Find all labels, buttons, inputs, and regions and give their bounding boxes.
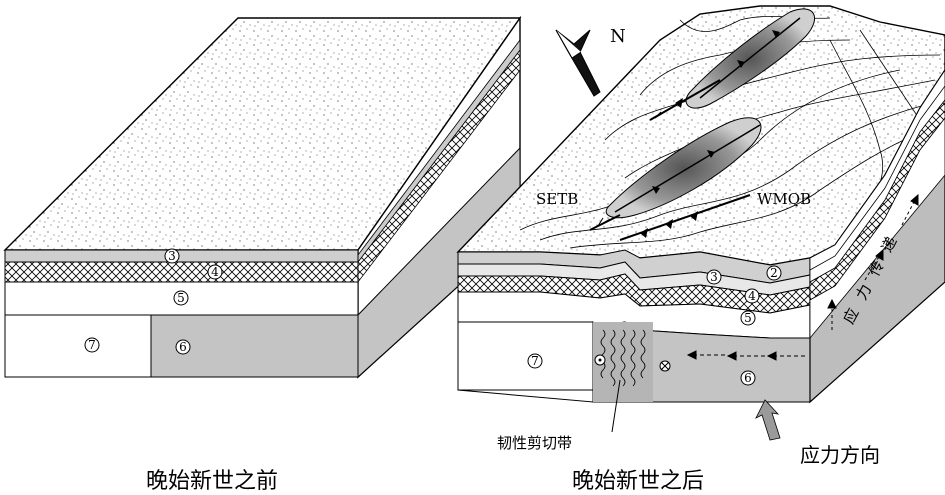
svg-text:N: N <box>610 26 626 47</box>
caption-after: 晚始新世之后 <box>572 469 704 494</box>
label-2-right: 2 <box>766 265 782 281</box>
layer7-block <box>4 314 152 378</box>
svg-text:7: 7 <box>88 338 96 352</box>
setb-label: SETB <box>536 190 578 208</box>
label-4-left: 4 <box>207 264 223 280</box>
fold-north <box>685 8 816 109</box>
label-4-right: 4 <box>744 288 760 304</box>
svg-text:7: 7 <box>531 354 539 368</box>
label-5-right: 5 <box>740 310 756 326</box>
svg-text:6: 6 <box>744 371 752 385</box>
block-before: 3 4 5 7 6 <box>3 15 522 379</box>
fault-teeth <box>640 98 698 238</box>
stress-transfer-arrows <box>827 193 919 330</box>
svg-text:4: 4 <box>211 265 219 279</box>
wmqb-label: WMQB <box>757 190 811 208</box>
label-3-left: 3 <box>164 248 180 264</box>
layer4-band <box>4 261 359 283</box>
ductile-shear-zone <box>593 322 671 402</box>
block-after: 应力传递 2 3 4 5 7 6 SETB WMQB <box>456 5 945 404</box>
svg-text:韧性剪切带: 韧性剪切带 <box>497 434 572 452</box>
shear-arrows <box>597 109 669 227</box>
label-5-left: 5 <box>173 290 189 306</box>
svg-text:应力方向: 应力方向 <box>800 443 880 467</box>
svg-text:5: 5 <box>744 311 752 325</box>
svg-text:6: 6 <box>179 340 187 354</box>
front-layer7 <box>457 321 594 391</box>
svg-text:5: 5 <box>177 291 185 305</box>
label-6-left: 6 <box>175 339 191 355</box>
svg-text:4: 4 <box>748 289 756 303</box>
caption-before: 晚始新世之前 <box>146 469 278 494</box>
contour-lines <box>519 16 941 249</box>
north-arrow: N <box>555 26 626 97</box>
svg-text:3: 3 <box>168 249 176 263</box>
svg-text:2: 2 <box>770 266 778 280</box>
fold-south <box>605 117 762 219</box>
svg-text:3: 3 <box>710 270 718 284</box>
label-6-right: 6 <box>740 370 756 386</box>
layer3-band <box>4 249 359 263</box>
label-7-right: 7 <box>527 353 543 369</box>
stress-direction-annotation: 应力方向 <box>755 399 880 467</box>
shear-zone-annotation: 韧性剪切带 <box>497 379 621 452</box>
label-3-right: 3 <box>706 269 722 285</box>
label-7-left: 7 <box>84 337 100 353</box>
stress-arrows-layer6 <box>686 350 805 361</box>
